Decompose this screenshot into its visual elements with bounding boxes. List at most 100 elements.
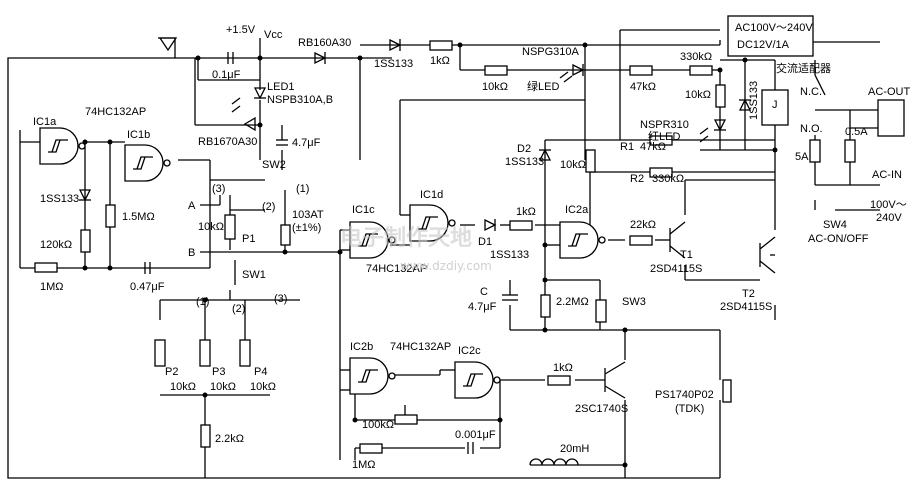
sw1-pos1-label: (1) [196, 296, 209, 308]
resistors [34, 40, 726, 454]
junctions [82, 42, 778, 468]
d2-part-label: 1SS133 [505, 156, 544, 168]
ic1c-label: IC1c [352, 204, 375, 216]
fuse1-label: 5A [795, 151, 809, 163]
r22k-label: 22kΩ [630, 219, 656, 231]
gate-ic1a [39, 127, 79, 165]
t2-part-label: 2SD4115S [720, 301, 772, 313]
pos1-label: (1) [296, 183, 309, 195]
r1k-label-c: 1kΩ [553, 362, 573, 374]
r1k-label-a: 1kΩ [430, 55, 450, 67]
p4-value: 10kΩ [250, 381, 276, 393]
buzzer-label: PS1740P02 [655, 389, 714, 401]
relay-label: J [772, 99, 778, 111]
ac-range2-label: 240V [876, 212, 902, 224]
ic2a-label: IC2a [565, 204, 589, 216]
d2-label: D2 [517, 143, 531, 155]
rb160-label: RB160A30 [298, 37, 351, 49]
1ss133-label-c: 1SS133 [748, 81, 760, 120]
c0001-label: 0.001μF [455, 429, 496, 441]
p3-label: P3 [212, 366, 225, 378]
b-terminal-label: B [188, 247, 195, 259]
schmitt-marks [48, 139, 588, 387]
ic1d-label: IC1d [420, 189, 443, 201]
gate-ic1b [124, 144, 164, 182]
adapter-in-label: AC100V～240V [735, 22, 813, 34]
r330k-label-a: 330kΩ [680, 51, 712, 63]
green-led-part: NSPG310A [522, 46, 580, 58]
d1-label: D1 [478, 236, 492, 248]
c-label: C [480, 286, 488, 298]
sw4-func-label: AC-ON/OFF [808, 233, 869, 245]
pos2-label: (2) [262, 201, 275, 213]
gate-ic2b [349, 357, 389, 395]
r10k-label-b: 10kΩ [482, 81, 508, 93]
c47-label: 4.7μF [292, 137, 321, 149]
r15m-label: 1.5MΩ [122, 211, 155, 223]
inductor [529, 458, 579, 466]
ic2b-label: IC2b [350, 341, 373, 353]
ac-out-socket [877, 99, 905, 137]
gate-ic1d [409, 204, 449, 242]
t3-part-label: 2SC1740S [575, 403, 628, 415]
transistors [604, 221, 776, 399]
no-label: N.O. [800, 123, 823, 135]
p2-label: P2 [165, 366, 178, 378]
diodes [78, 38, 752, 232]
r1m-label-b: 1MΩ [352, 459, 376, 471]
vcc-label: Vcc [264, 29, 283, 41]
fuse2-label: 0.5A [845, 126, 868, 138]
red-led-cn: 红LED [648, 130, 680, 143]
ic1b-label: IC1b [127, 129, 150, 141]
adapter-box [727, 15, 814, 57]
r10k-label-c: 10kΩ [685, 89, 711, 101]
buzzer [722, 379, 732, 403]
r330k-label-b: 330kΩ [652, 173, 684, 185]
rb1670-label: RB1670A30 [198, 136, 257, 148]
nc-label: N.C. [800, 86, 822, 98]
adapter-out-label: DC12V/1A [737, 39, 790, 51]
p2-value: 10kΩ [170, 381, 196, 393]
adapter-cn-label: 交流适配器 [776, 61, 831, 75]
ac-in-label: AC-IN [872, 169, 902, 181]
v-batt-label: +1.5V [226, 24, 256, 36]
led1-label: LED1 [267, 81, 295, 93]
sw1-label: SW1 [242, 269, 266, 281]
t1-part-label: 2SD4115S [650, 263, 702, 275]
c-big-label: 4.7μF [468, 301, 497, 313]
r120k-label: 120kΩ [40, 239, 72, 251]
r1-label: R1 [620, 141, 634, 153]
r47k-label-a: 47kΩ [630, 81, 656, 93]
therm-label: 103AT [292, 209, 324, 221]
d1-part-label: 1SS133 [490, 249, 529, 261]
therm2-label: (±1%) [292, 222, 321, 234]
1ss133-label-b: 1SS133 [374, 58, 413, 70]
p4-label: P4 [254, 366, 267, 378]
gate-ic2a [559, 221, 599, 259]
red-led-part: NSPR310 [640, 119, 689, 131]
wires [7, 29, 880, 479]
gates [39, 127, 606, 399]
r2-label: R2 [630, 173, 644, 185]
watermark-cn: 电子制作天地 [340, 226, 472, 251]
ac-range-label: 100V～ [870, 199, 907, 211]
1ss133-label-a: 1SS133 [40, 193, 79, 205]
r22m-label: 2.2MΩ [556, 296, 589, 308]
capacitors [144, 52, 518, 454]
green-led-cn: 绿LED [527, 79, 559, 93]
gate-ic1c [349, 221, 389, 259]
sw1-pos3-label: (3) [274, 293, 287, 305]
r10k-label-p1: 10kΩ [198, 221, 224, 233]
r47k-label-b: 47kΩ [640, 141, 666, 153]
led1-part-label: NSPB310A,B [267, 94, 333, 106]
c047-label: 0.47μF [130, 281, 165, 293]
ic1c-part-label: 74HC132AP [366, 263, 427, 275]
r2k2-label: 2.2kΩ [215, 433, 244, 445]
r100k-label: 100kΩ [362, 419, 394, 431]
sw1-pos2-label: (2) [232, 303, 245, 315]
relay-and-blocks [595, 15, 905, 403]
r1m-label-a: 1MΩ [40, 281, 64, 293]
led-arrows [231, 71, 709, 143]
p1-label: P1 [242, 233, 255, 245]
